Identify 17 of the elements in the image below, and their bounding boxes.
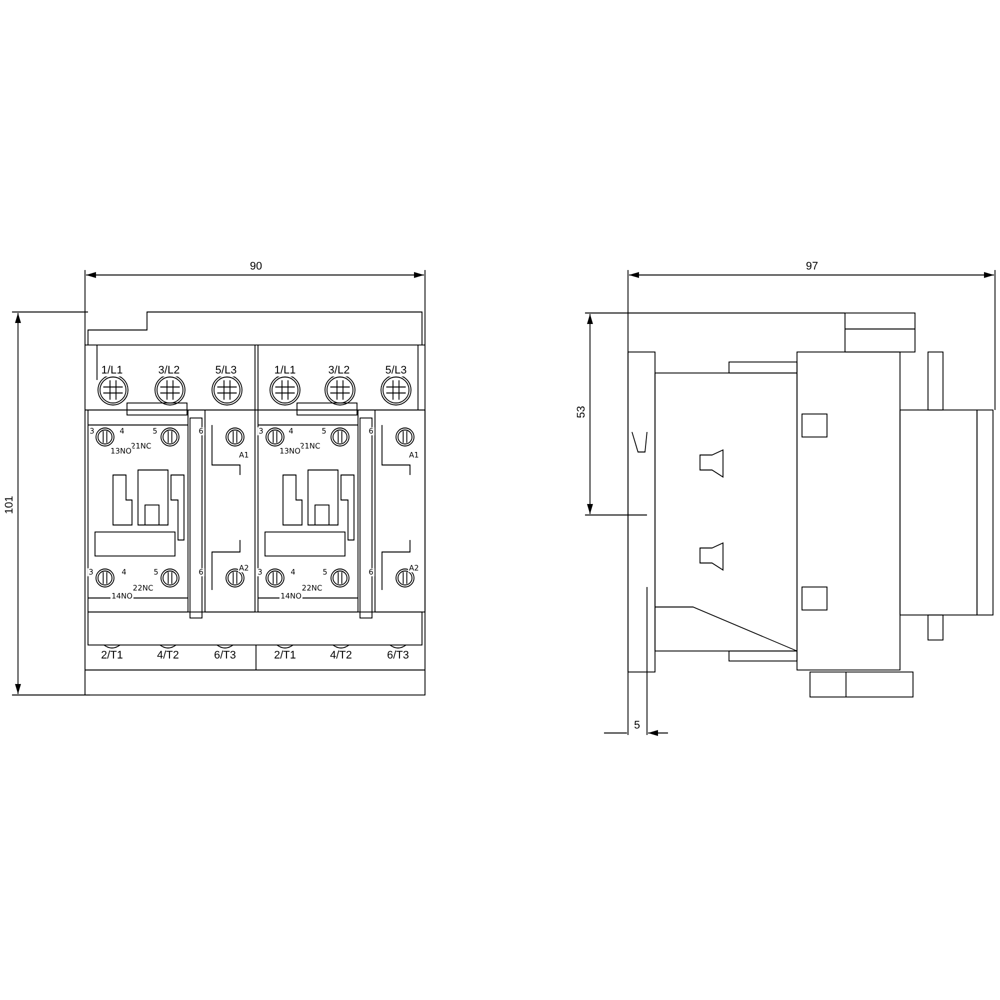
dimension-label: 90: [248, 262, 264, 272]
terminal-label: 6/T3: [386, 650, 410, 662]
terminal-label: 3/L2: [157, 366, 181, 376]
terminal-label: 6/T3: [213, 650, 237, 662]
terminal-label: 1/L1: [273, 366, 297, 376]
terminal-label: 5/L3: [214, 366, 238, 376]
terminal-label: 5/L3: [384, 366, 408, 376]
terminal-label: 4/T2: [156, 650, 180, 662]
dimension-label: 53: [576, 404, 588, 420]
dimension-label: 5: [632, 720, 642, 732]
dimension-label: 97: [804, 262, 820, 272]
terminal-label: 2/T1: [273, 650, 297, 662]
terminal-label: 1/L1: [100, 366, 124, 376]
terminal-label: 2/T1: [100, 650, 124, 662]
terminal-label: 4/T2: [329, 650, 353, 662]
dimension-label: 101: [4, 494, 16, 516]
terminal-label: 3/L2: [327, 366, 351, 376]
